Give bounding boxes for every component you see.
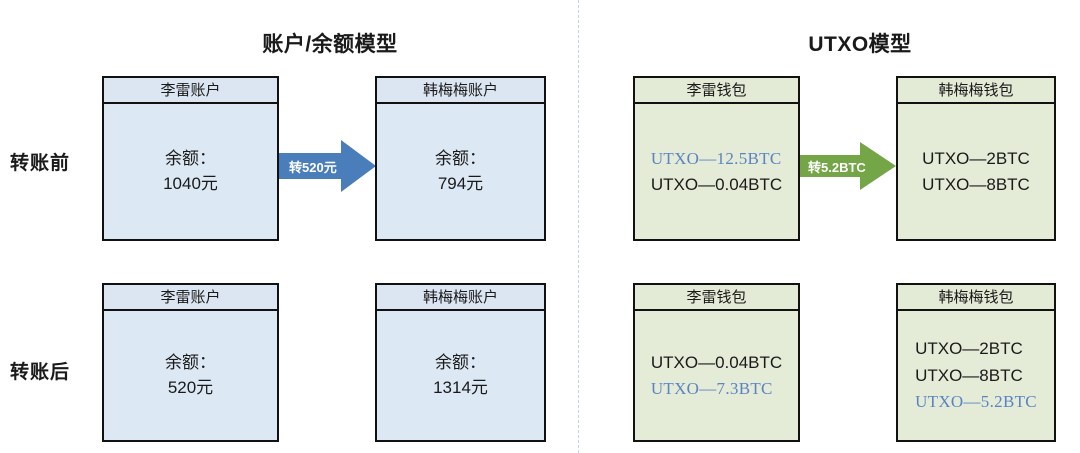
utxo-after-receiver-body: UTXO—2BTC UTXO—8BTC UTXO—5.2BTC	[898, 311, 1054, 440]
balance-label: 余额：	[435, 148, 486, 168]
utxo-entry: UTXO—7.3BTC	[650, 379, 773, 398]
balance-label: 余额：	[435, 352, 486, 372]
utxo-list: UTXO—2BTC UTXO—8BTC UTXO—5.2BTC	[915, 336, 1037, 415]
utxo-before-sender-body: UTXO—12.5BTC UTXO—0.04BTC	[635, 104, 798, 239]
balance-value: 1314元	[433, 377, 488, 397]
row-label-before-transfer: 转账前	[10, 153, 71, 174]
utxo-entry: UTXO—2BTC	[915, 339, 1023, 359]
utxo-entry: UTXO—8BTC	[915, 365, 1023, 385]
utxo-entry: UTXO—8BTC	[922, 175, 1030, 194]
utxo-before-receiver-body: UTXO—2BTC UTXO—8BTC	[898, 104, 1054, 239]
utxo-entry: UTXO—0.04BTC	[650, 352, 783, 372]
utxo-after-sender-box: 李雷钱包 UTXO—0.04BTC UTXO—7.3BTC	[633, 283, 800, 442]
balance-value: 520元	[167, 377, 214, 397]
utxo-before-receiver-header: 韩梅梅钱包	[898, 78, 1054, 104]
arrow-right-icon	[279, 140, 376, 192]
utxo-after-sender-body: UTXO—0.04BTC UTXO—7.3BTC	[635, 311, 798, 440]
account-after-sender-header: 李雷账户	[104, 285, 277, 311]
utxo-list: UTXO—0.04BTC UTXO—7.3BTC	[651, 350, 782, 402]
utxo-before-sender-header: 李雷钱包	[635, 78, 798, 104]
transfer-arrow-utxo: 转5.2BTC	[800, 141, 897, 191]
transfer-arrow-account-label: 转520元	[289, 160, 337, 175]
utxo-before-receiver-box: 韩梅梅钱包 UTXO—2BTC UTXO—8BTC	[896, 76, 1056, 241]
balance-label: 余额：	[165, 352, 216, 372]
transfer-arrow-utxo-label: 转5.2BTC	[808, 160, 866, 175]
balance-label: 余额：	[165, 148, 216, 168]
utxo-after-receiver-box: 韩梅梅钱包 UTXO—2BTC UTXO—8BTC UTXO—5.2BTC	[896, 283, 1056, 442]
utxo-after-receiver-header: 韩梅梅钱包	[898, 285, 1054, 311]
account-before-receiver-body: 余额： 794元	[377, 104, 544, 239]
row-label-after-transfer: 转账后	[10, 362, 71, 383]
account-before-sender-box: 李雷账户 余额： 1040元	[102, 76, 279, 241]
utxo-after-sender-header: 李雷钱包	[635, 285, 798, 311]
utxo-entry: UTXO—2BTC	[922, 148, 1030, 168]
account-model-title: 账户/余额模型	[262, 33, 398, 56]
utxo-entry: UTXO—5.2BTC	[915, 392, 1037, 412]
arrow-right-icon	[800, 142, 896, 190]
account-after-receiver-body: 余额： 1314元	[377, 311, 544, 440]
utxo-before-sender-box: 李雷钱包 UTXO—12.5BTC UTXO—0.04BTC	[633, 76, 800, 241]
utxo-entry: UTXO—12.5BTC	[650, 148, 782, 168]
account-after-receiver-box: 韩梅梅账户 余额： 1314元	[375, 283, 546, 442]
account-before-sender-header: 李雷账户	[104, 78, 277, 104]
panel-divider	[578, 0, 579, 453]
utxo-model-title: UTXO模型	[808, 33, 912, 56]
account-after-sender-body: 余额： 520元	[104, 311, 277, 440]
account-before-sender-body: 余额： 1040元	[104, 104, 277, 239]
transfer-arrow-account: 转520元	[279, 138, 377, 194]
account-before-receiver-header: 韩梅梅账户	[377, 78, 544, 104]
balance-value: 1040元	[163, 173, 218, 193]
utxo-list: UTXO—2BTC UTXO—8BTC	[922, 146, 1030, 198]
utxo-list: UTXO—12.5BTC UTXO—0.04BTC	[651, 146, 782, 198]
account-after-receiver-header: 韩梅梅账户	[377, 285, 544, 311]
utxo-entry: UTXO—0.04BTC	[650, 175, 783, 194]
account-before-receiver-box: 韩梅梅账户 余额： 794元	[375, 76, 546, 241]
account-after-sender-box: 李雷账户 余额： 520元	[102, 283, 279, 442]
balance-value: 794元	[437, 173, 484, 193]
